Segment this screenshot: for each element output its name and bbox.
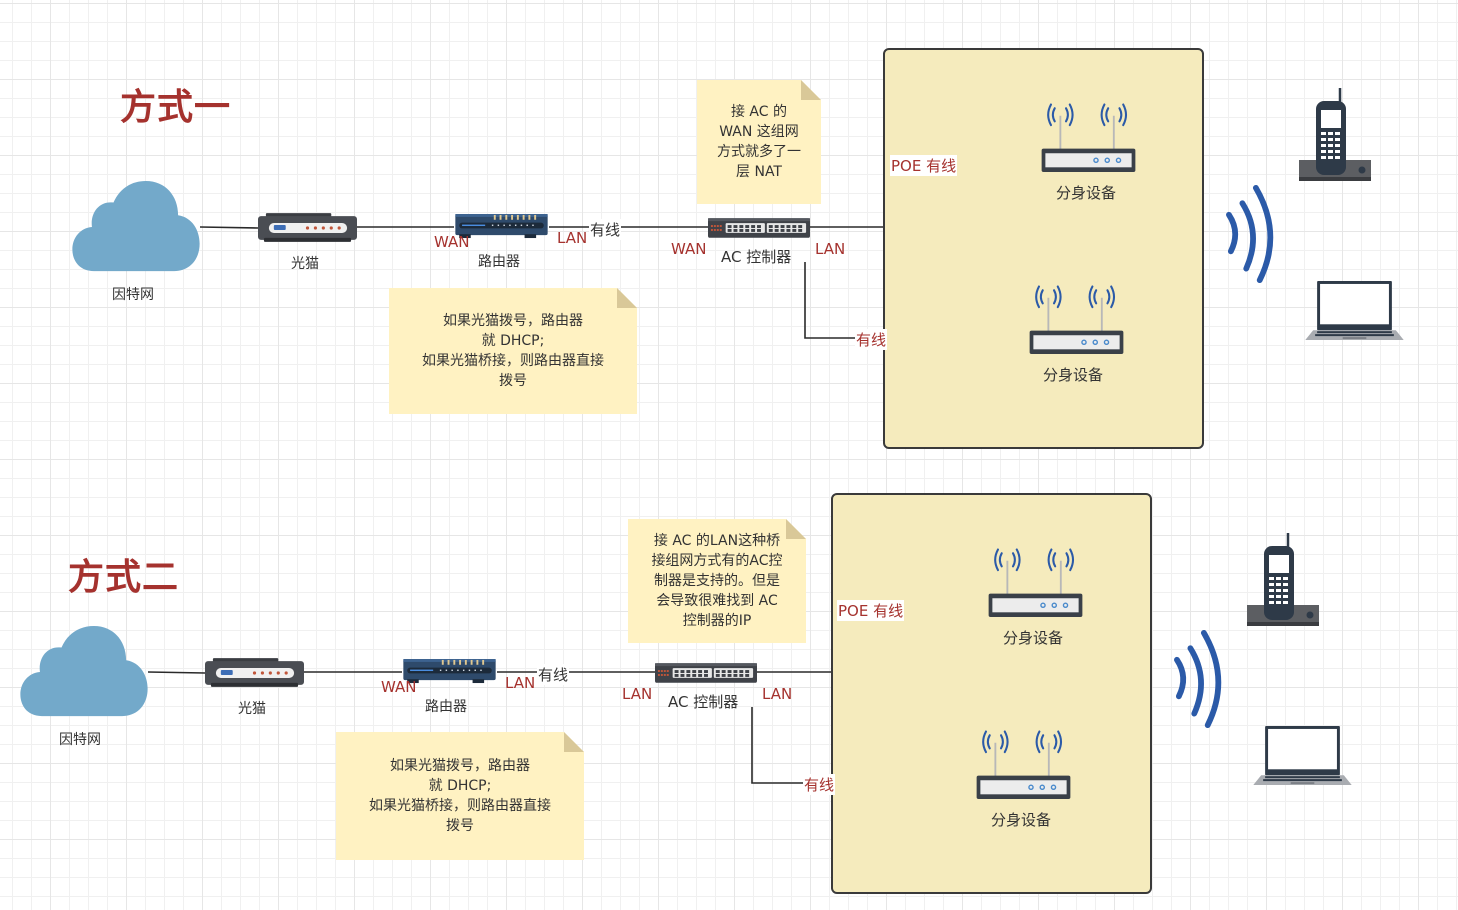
router-lan-port-label: LAN [505,674,536,692]
section-title-2: 方式二 [68,557,180,598]
wire-internet-modem-2 [147,671,206,674]
ac-right-port-label: LAN [762,685,793,703]
modem-label: 光猫 [291,256,319,272]
cloud-icon[interactable] [72,181,200,274]
modem-icon[interactable] [258,213,357,243]
note-modem-dial: 如果光猫拨号，路由器 就 DHCP; 如果光猫桥接，则路由器直接 拨号 [389,288,637,414]
wired-link-label-2: 有线 [803,774,836,795]
ac-left-port-label: WAN [671,240,707,258]
ap-bottom-label: 分身设备 [1043,366,1104,384]
internet-label: 因特网 [112,287,154,303]
wire-internet-modem-1 [199,226,259,229]
cordless-phone-icon[interactable] [1247,533,1319,628]
ap-zone-1 [883,48,1204,449]
ac-controller-label: AC 控制器 [721,248,792,266]
wireless-ap-icon[interactable] [986,542,1085,617]
ap-bottom-label: 分身设备 [991,811,1052,829]
internet-label: 因特网 [59,732,101,748]
poe-wired-label: POE 有线 [890,155,958,176]
router-wan-port-label: WAN [381,678,417,696]
ac-right-port-label: LAN [815,240,846,258]
cloud-icon[interactable] [20,626,148,719]
laptop-icon[interactable] [1253,726,1352,787]
router-label: 路由器 [478,254,520,270]
note-modem-dial: 如果光猫拨号，路由器 就 DHCP; 如果光猫桥接，则路由器直接 拨号 [336,732,584,860]
router-wan-port-label: WAN [434,233,470,251]
modem-label: 光猫 [238,701,266,717]
cordless-phone-icon[interactable] [1299,88,1371,183]
wifi-signal-icon [1170,629,1230,729]
laptop-icon[interactable] [1305,281,1404,342]
ap-top-label: 分身设备 [1003,629,1064,647]
switch-icon[interactable] [655,663,757,683]
router-label: 路由器 [425,699,467,715]
ac-controller-label: AC 控制器 [668,693,739,711]
wired-link-label-2: 有线 [855,329,888,350]
wifi-signal-icon [1222,184,1282,284]
router-lan-port-label: LAN [557,229,588,247]
section-title-1: 方式一 [120,87,232,128]
switch-icon[interactable] [708,218,810,238]
wireless-ap-icon[interactable] [1039,97,1138,172]
wired-link-label: 有线 [589,219,622,240]
wired-link-label: 有线 [537,664,570,685]
wireless-ap-icon[interactable] [974,724,1073,799]
ap-top-label: 分身设备 [1056,184,1117,202]
poe-wired-label: POE 有线 [837,600,905,621]
note-ac-wan-nat: 接 AC 的 WAN 这组网 方式就多了一 层 NAT [697,80,821,204]
note-ac-lan-bridge: 接 AC 的LAN这种桥 接组网方式有的AC控 制器是支持的。但是 会导致很难找… [628,519,806,643]
ac-left-port-label: LAN [622,685,653,703]
wireless-ap-icon[interactable] [1027,279,1126,354]
modem-icon[interactable] [205,658,304,688]
ap-zone-2 [831,493,1152,894]
